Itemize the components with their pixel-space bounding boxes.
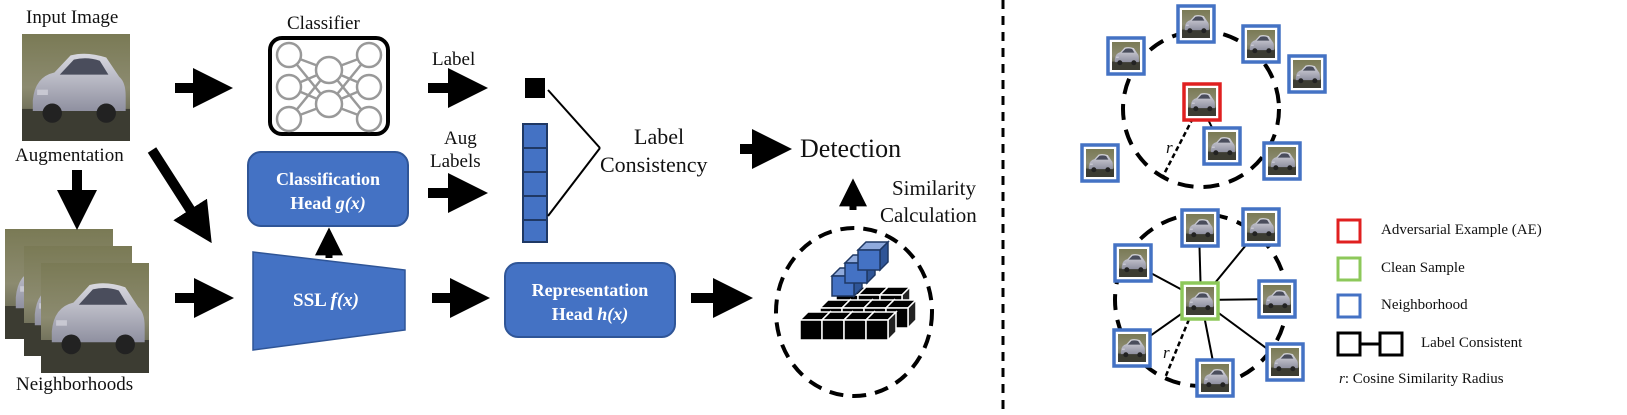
legend-radius-var: r: [1339, 371, 1345, 387]
neighbor-thumb: [1112, 328, 1152, 368]
neighbor-thumb: [1106, 36, 1146, 76]
label-text: Label: [432, 49, 476, 70]
legend-icons: [1336, 218, 1404, 357]
classification-head-box: Classification Head g(x): [247, 151, 409, 227]
representation-head-func: h(x): [597, 304, 629, 324]
legend-clean-label: Clean Sample: [1381, 260, 1465, 276]
neighbor-thumb: [1195, 358, 1235, 398]
neighborhoods-label: Neighborhoods: [16, 374, 134, 395]
legend-neighborhood-swatch: [1336, 293, 1362, 319]
augmentation-label: Augmentation: [15, 145, 124, 166]
ssl-label-prefix: SSL: [293, 290, 331, 311]
label-square: [525, 78, 545, 98]
neighbor-thumb: [1080, 143, 1120, 183]
neighbor-thumb: [1202, 126, 1242, 166]
input-image: [22, 34, 130, 141]
classification-head-line1: Classification: [275, 169, 380, 189]
classification-head-line2: Head: [290, 193, 336, 213]
ssl-encoder-shape: [252, 251, 406, 351]
neighbor-thumb: [1265, 342, 1305, 382]
neighbor-thumb: [1287, 54, 1327, 94]
classifier-label: Classifier: [287, 13, 360, 34]
arrow-augmentation-diagonal: [147, 147, 212, 244]
classifier-network-icon: [268, 36, 390, 136]
input-image-label: Input Image: [26, 7, 119, 28]
neighbor-thumb: [1257, 279, 1297, 319]
sample-thumbnails: [1080, 4, 1327, 398]
r-label-bottom: r: [1163, 343, 1170, 362]
label-consistency-line1: Label: [634, 124, 685, 149]
label-consistency-line2: Consistency: [600, 152, 708, 177]
similarity-cluster: [774, 226, 934, 398]
neighbor-thumb: [1113, 243, 1153, 283]
consistency-bracket: [547, 89, 601, 217]
similarity-line1: Similarity: [892, 176, 976, 200]
neighborhoods-image-stack: [5, 229, 149, 373]
legend-ae-label: Adversarial Example (AE): [1381, 222, 1542, 238]
legend-clean-swatch: [1336, 256, 1362, 282]
neighbor-thumb: [1241, 207, 1281, 247]
neighbor-thumb: [1241, 24, 1281, 64]
representation-head-box: Representation Head h(x): [504, 262, 676, 338]
legend-label-consistent-icon: [1336, 331, 1404, 357]
legend-label-consistent-label: Label Consistent: [1421, 335, 1523, 351]
flow-arrows: [57, 68, 792, 318]
ssl-label: SSL f(x): [293, 290, 359, 312]
ssl-label-func: f(x): [330, 290, 359, 311]
detection-label: Detection: [800, 134, 902, 163]
similarity-line2: Calculation: [880, 203, 977, 227]
clean-thumb: [1180, 281, 1220, 321]
legend-radius-text: : Cosine Similarity Radius: [1344, 371, 1504, 387]
aug-labels-line2: Labels: [430, 151, 481, 172]
r-label-top: r: [1166, 138, 1173, 157]
aug-labels-line1: Aug: [444, 128, 477, 149]
representation-head-line1: Representation: [531, 280, 649, 300]
neighbor-thumb: [1262, 141, 1302, 181]
neighbor-thumb: [1176, 4, 1216, 44]
legend-neighborhood-label: Neighborhood: [1381, 297, 1468, 313]
ae-thumb: [1182, 82, 1222, 122]
aug-labels-column: [522, 123, 548, 243]
representation-head-line2: Head: [551, 304, 598, 324]
legend-radius-label: r: Cosine Similarity Radius: [1339, 371, 1504, 388]
classification-head-func: g(x): [335, 193, 366, 213]
legend-ae-swatch: [1336, 218, 1362, 244]
neighbor-thumb: [1180, 208, 1220, 248]
